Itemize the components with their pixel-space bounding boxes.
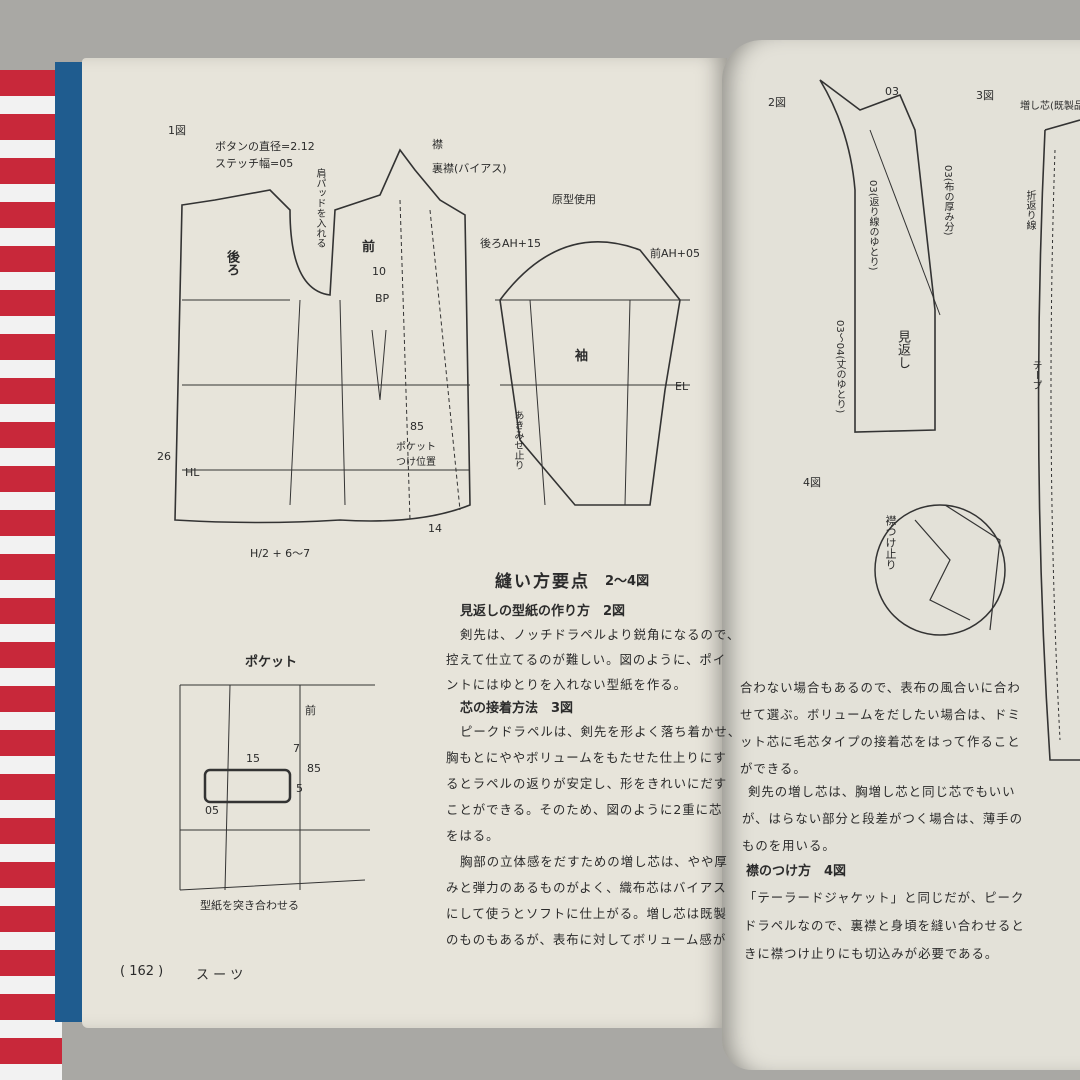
text-line: が、はらない部分と段差がつく場合は、薄手の	[742, 811, 1023, 826]
text-line: 合わない場合もあるので、表布の風合いに合わ	[740, 680, 1021, 695]
facing-label: 見返し	[895, 330, 910, 369]
back-ah-label: 後ろAH+15	[480, 237, 542, 250]
back-label: 後ろ	[224, 250, 239, 276]
fig2-note-roll: 03(返り線のゆとり)	[867, 180, 878, 271]
shoulder-pad-note: 肩パッドを入れる	[314, 168, 325, 248]
measure-85: 85	[410, 420, 424, 433]
text-line: のものもあるが、表布に対してボリューム感が	[446, 932, 727, 947]
text-line: ものを用いる。	[742, 838, 836, 853]
text-line: ピークドラペルは、剣先を形よく落ち着かせ、	[460, 724, 742, 739]
measure-10: 10	[372, 265, 386, 278]
sleeve-label: 袖	[575, 349, 589, 364]
fig2-note-length: 03〜04(丈のゆとり)	[834, 320, 845, 414]
text-line: みと弾力のあるものがよく、織布芯はバイアス	[446, 880, 727, 895]
collar-label: 襟	[432, 138, 443, 151]
pocket-7: 7	[293, 742, 300, 755]
hip-measure: H/2 + 6〜7	[250, 547, 311, 560]
fig3-note-fold: 折返り線	[1024, 190, 1035, 230]
text-line: 胸もとにややボリュームをもたせた仕上りにす	[446, 750, 727, 765]
pocket-title: ポケット	[245, 655, 298, 670]
front-ah-label: 前AH+05	[650, 247, 701, 260]
figure2-facing	[819, 79, 941, 433]
text-line: るとラペルの返りが安定し、形をきれいにだす	[446, 776, 728, 791]
fig2-03: 03	[885, 85, 899, 98]
pocket-front-label: 前	[305, 704, 316, 717]
pocket-05: 05	[205, 804, 219, 817]
text-line: ット芯に毛芯タイプの接着芯をはって作ること	[740, 734, 1021, 749]
figure1-bodice	[174, 148, 471, 524]
stitch-width-note: ステッチ幅=05	[215, 157, 294, 170]
text-line: にして使うとソフトに仕上がる。増し芯は既製	[446, 906, 727, 921]
fig3-note-tape: テープ	[1030, 360, 1041, 390]
hl-label: HL	[185, 466, 200, 479]
figure4-collar-circle	[874, 504, 1006, 636]
figure3-label: 3図	[976, 89, 994, 102]
page-number: ( 162 )	[120, 964, 164, 979]
text-line: 控えて仕立てるのが難しい。図のように、ポイ	[446, 652, 727, 667]
section-title: ス ー ツ	[196, 968, 244, 983]
pocket-15: 15	[246, 752, 260, 765]
button-diameter-note: ボタンの直径=2.12	[215, 140, 315, 153]
sleeve-base-label: 原型使用	[552, 193, 596, 206]
text-line: 剣先は、ノッチドラペルより鋭角になるので、	[460, 627, 741, 642]
figure4-label: 4図	[803, 476, 821, 489]
pocket-5: 5	[296, 782, 303, 795]
pocket-caption: 型紙を突き合わせる	[200, 899, 299, 912]
figure1-sleeve	[495, 241, 690, 506]
fig3-note-interfacing: 増し芯(既製品)	[1020, 101, 1080, 112]
el-label: EL	[675, 380, 689, 393]
front-label: 前	[362, 240, 376, 255]
text-line: ントにはゆとりを入れない型紙を作る。	[446, 677, 688, 692]
text-line: 「テーラードジャケット」と同じだが、ピーク	[744, 890, 1025, 905]
pocket-85: 85	[307, 762, 321, 775]
measure-14: 14	[428, 522, 442, 535]
subheading-facing: 見返しの型紙の作り方 2図	[460, 604, 626, 619]
text-line: 胸部の立体感をだすための増し芯は、やや厚	[460, 854, 728, 869]
fig4-note: 襟つけ止り	[884, 515, 897, 570]
fig2-note-thickness: 03(布の厚み分)	[942, 165, 953, 236]
text-line: ができる。	[740, 761, 807, 776]
figure2-label: 2図	[768, 96, 786, 109]
text-line: ドラペルなので、裏襟と身頃を縫い合わせると	[744, 918, 1025, 933]
measure-26: 26	[157, 450, 171, 463]
text-line: をはる。	[446, 828, 500, 843]
text-line: 剣先の増し芯は、胸増し芯と同じ芯でもいい	[748, 784, 1016, 799]
section-heading: 縫い方要点	[495, 572, 590, 592]
pocket-drawing	[179, 684, 375, 891]
vent-note: あきみせ止り	[512, 410, 523, 470]
figure1-label: 1図	[168, 124, 186, 137]
bp-label: BP	[375, 292, 390, 305]
section-heading-ref: 2〜4図	[605, 574, 650, 589]
under-collar-label: 裏襟(バイアス)	[432, 162, 507, 175]
book-edge-stripes	[0, 70, 62, 1080]
figure3-interfacing	[1037, 119, 1080, 761]
text-line: ことができる。そのため、図のように2重に芯	[446, 802, 723, 817]
subheading-interfacing: 芯の接着方法 3図	[460, 701, 574, 716]
text-line: きに襟つけ止りにも切込みが必要である。	[744, 946, 999, 961]
subheading-collar: 襟のつけ方 4図	[746, 864, 847, 879]
pocket-position-note: ポケットつけ位置	[396, 442, 436, 468]
text-line: せて選ぶ。ボリュームをだしたい場合は、ドミ	[740, 707, 1021, 722]
left-page	[82, 58, 727, 1028]
